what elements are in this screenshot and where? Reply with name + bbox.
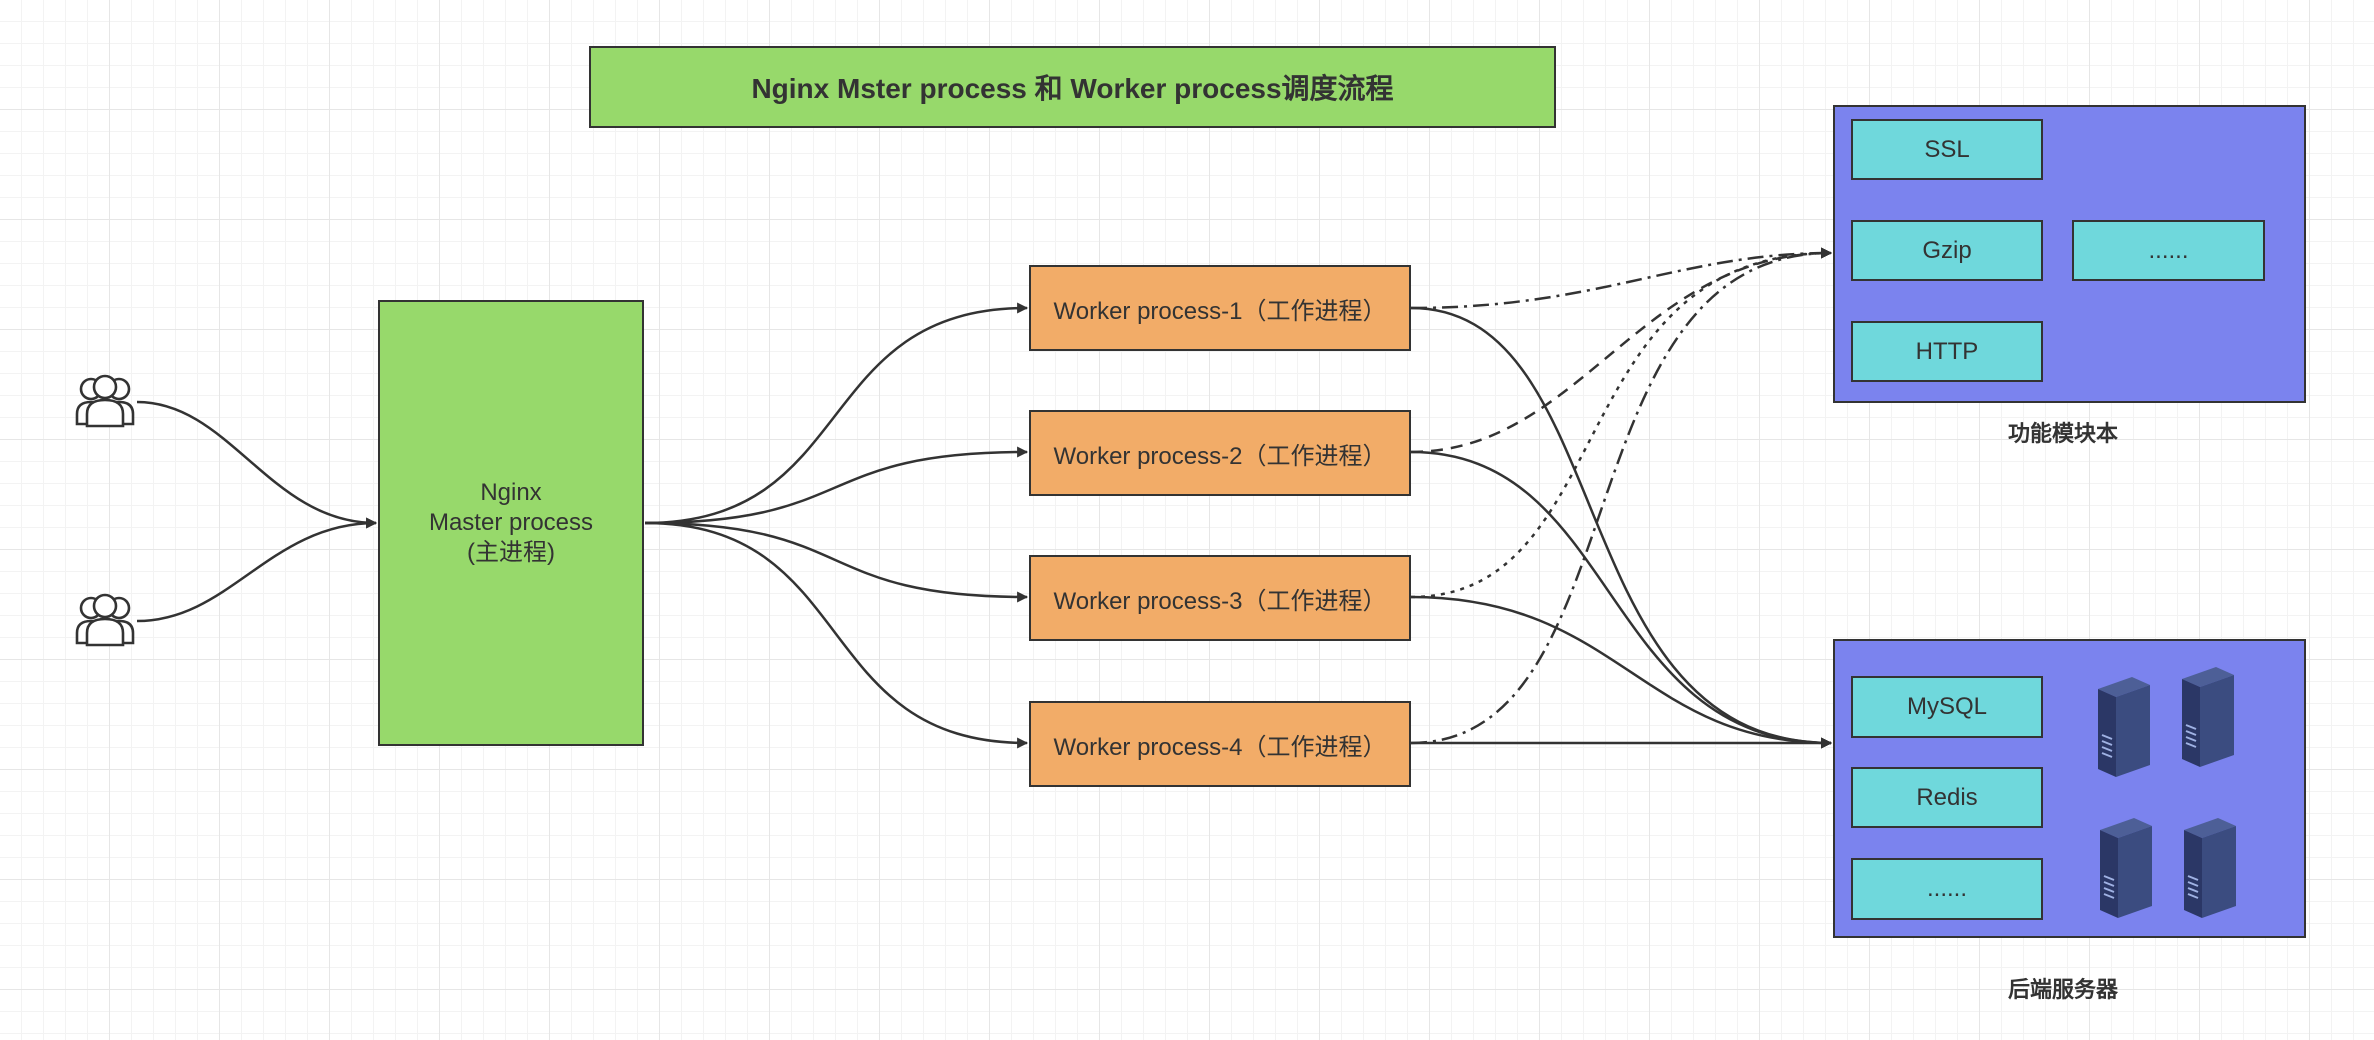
worker3-to-modules-edge (1410, 247, 1833, 599)
module-gzip: Gzip (1851, 220, 2043, 281)
worker-process-4-node: Worker process-4（工作进程） (1029, 701, 1411, 787)
modules-panel: SSL Gzip ...... HTTP (1833, 105, 2306, 403)
backend-caption: 后端服务器 (2007, 977, 2118, 1002)
module-more: ...... (2072, 220, 2265, 281)
worker4-to-modules-edge (1410, 247, 1833, 745)
master-to-worker3-edge (644, 521, 1029, 603)
server-rack-icon (2184, 818, 2236, 918)
worker1-to-backend-edge (1410, 306, 1833, 749)
master-to-worker2-edge (644, 446, 1029, 525)
worker-process-2-node: Worker process-2（工作进程） (1029, 410, 1411, 496)
master-line2: Master process (428, 509, 594, 536)
backend-more: ...... (1851, 858, 2043, 920)
users-icon (75, 593, 135, 647)
server-rack-icon (2098, 677, 2150, 777)
master-to-worker1-edge (644, 302, 1029, 525)
master-process-node: Nginx Master process (主进程) (378, 300, 644, 746)
master-line1: Nginx (480, 479, 542, 506)
user2-to-master-edge (136, 517, 378, 623)
backend-mysql: MySQL (1851, 676, 2043, 738)
diagram-title: Nginx Mster process 和 Worker process调度流程 (589, 46, 1556, 128)
master-line3: (主进程) (467, 539, 555, 566)
users-icon (75, 374, 135, 428)
server-rack-icon (2100, 818, 2152, 918)
modules-caption: 功能模块本 (2007, 421, 2118, 446)
worker1-to-modules-edge (1410, 247, 1833, 310)
worker2-to-backend-edge (1410, 450, 1833, 749)
worker-process-1-node: Worker process-1（工作进程） (1029, 265, 1411, 351)
worker2-to-modules-edge (1410, 247, 1833, 454)
module-http: HTTP (1851, 321, 2043, 382)
master-to-worker4-edge (644, 521, 1029, 749)
server-rack-icon (2182, 667, 2234, 767)
backend-redis: Redis (1851, 767, 2043, 828)
worker-process-3-node: Worker process-3（工作进程） (1029, 555, 1411, 641)
user1-to-master-edge (136, 400, 378, 529)
worker3-to-backend-edge (1410, 595, 1833, 749)
module-ssl: SSL (1851, 119, 2043, 180)
